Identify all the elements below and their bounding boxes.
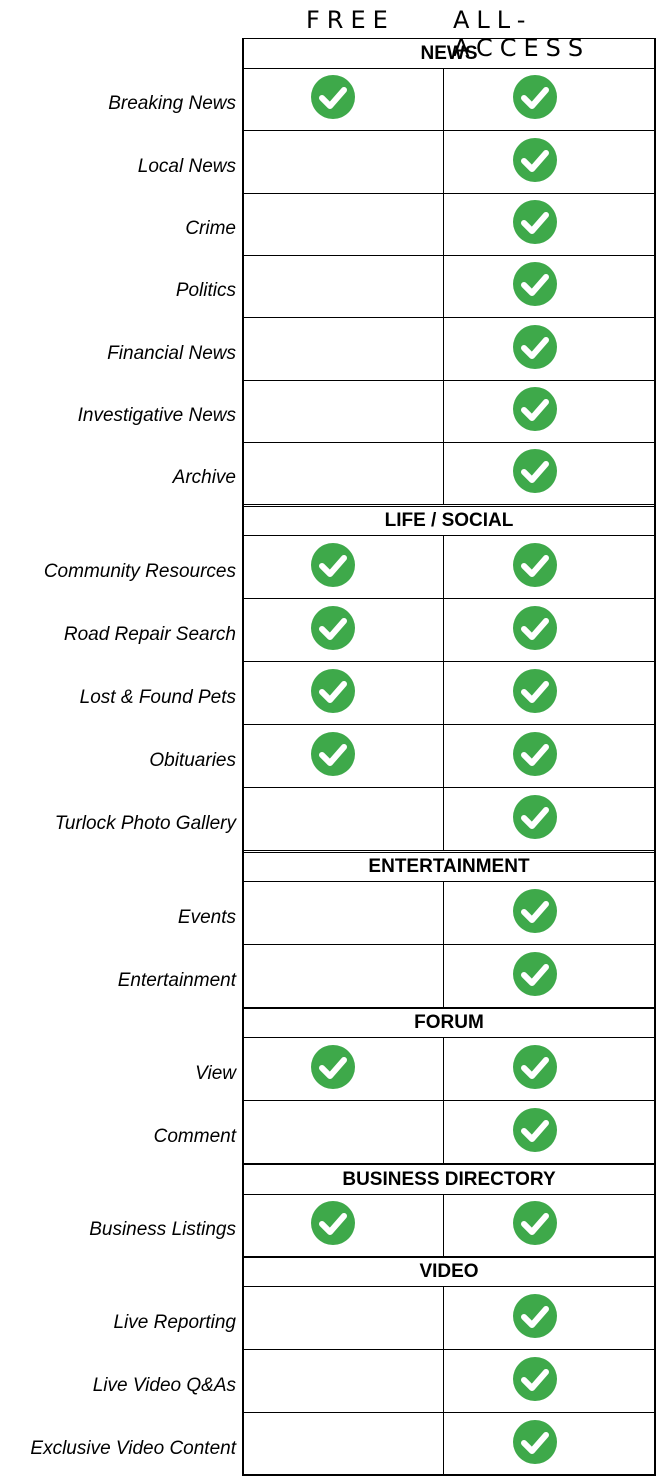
feature-label: Investigative News (77, 405, 236, 426)
feature-label: Exclusive Video Content (30, 1438, 236, 1459)
table-row (242, 1413, 656, 1476)
feature-label: Live Video Q&As (92, 1375, 236, 1396)
free-check-circle-icon (311, 75, 355, 119)
table-row (242, 194, 656, 256)
all-access-check-circle-icon (513, 1357, 557, 1401)
feature-label: Politics (175, 280, 236, 301)
table-row (242, 1287, 656, 1350)
table-row (242, 945, 656, 1008)
column-divider (443, 1413, 444, 1475)
section-header: NEWS (242, 38, 656, 69)
table-row (242, 69, 656, 131)
all-access-check-circle-icon (513, 795, 557, 839)
feature-label: Crime (185, 218, 236, 239)
column-header-free: FREE (306, 6, 395, 34)
all-access-check-circle-icon (513, 952, 557, 996)
section-header: VIDEO (242, 1257, 656, 1287)
feature-label: Archive (172, 467, 236, 488)
column-divider (443, 256, 444, 317)
table-row (242, 131, 656, 194)
all-access-check-circle-icon (513, 1045, 557, 1089)
feature-label: Obituaries (149, 750, 236, 771)
column-divider (443, 443, 444, 504)
column-divider (443, 69, 444, 130)
column-divider (443, 194, 444, 255)
table-row (242, 788, 656, 851)
table-row (242, 1195, 656, 1257)
column-divider (443, 318, 444, 380)
all-access-check-circle-icon (513, 732, 557, 776)
free-check-circle-icon (311, 732, 355, 776)
feature-label: Live Reporting (113, 1312, 236, 1333)
all-access-check-circle-icon (513, 200, 557, 244)
feature-label: Entertainment (117, 970, 236, 991)
all-access-check-circle-icon (513, 1420, 557, 1464)
free-check-circle-icon (311, 669, 355, 713)
table-row (242, 536, 656, 599)
all-access-check-circle-icon (513, 543, 557, 587)
all-access-check-circle-icon (513, 1108, 557, 1152)
column-divider (443, 1038, 444, 1100)
column-divider (443, 599, 444, 661)
feature-label: Lost & Found Pets (79, 687, 236, 708)
all-access-check-circle-icon (513, 1201, 557, 1245)
feature-label: View (195, 1063, 236, 1084)
all-access-check-circle-icon (513, 449, 557, 493)
feature-label: Business Listings (89, 1219, 236, 1240)
column-divider (443, 381, 444, 442)
section-header: ENTERTAINMENT (242, 852, 656, 882)
column-divider (443, 882, 444, 944)
section-header: LIFE / SOCIAL (242, 506, 656, 536)
free-check-circle-icon (311, 1201, 355, 1245)
free-check-circle-icon (311, 543, 355, 587)
feature-label: Comment (153, 1126, 236, 1147)
column-divider (443, 1287, 444, 1349)
section-header: BUSINESS DIRECTORY (242, 1164, 656, 1195)
all-access-check-circle-icon (513, 606, 557, 650)
table-row (242, 599, 656, 662)
column-divider (443, 536, 444, 598)
feature-label: Breaking News (108, 93, 236, 114)
all-access-check-circle-icon (513, 669, 557, 713)
table-row (242, 1350, 656, 1413)
all-access-check-circle-icon (513, 75, 557, 119)
all-access-check-circle-icon (513, 889, 557, 933)
all-access-check-circle-icon (513, 262, 557, 306)
table-row (242, 725, 656, 788)
column-divider (443, 788, 444, 850)
column-divider (443, 1350, 444, 1412)
column-divider (443, 131, 444, 193)
column-divider (443, 1195, 444, 1256)
all-access-check-circle-icon (513, 387, 557, 431)
table-row (242, 318, 656, 381)
table-row (242, 1101, 656, 1164)
table-row (242, 662, 656, 725)
feature-label: Community Resources (43, 561, 236, 582)
column-divider (443, 945, 444, 1007)
free-check-circle-icon (311, 606, 355, 650)
all-access-check-circle-icon (513, 138, 557, 182)
feature-label: Events (177, 907, 236, 928)
section-header: FORUM (242, 1008, 656, 1038)
table-row (242, 443, 656, 505)
feature-label: Road Repair Search (63, 624, 236, 645)
table-row (242, 1038, 656, 1101)
feature-label: Financial News (107, 343, 236, 364)
all-access-check-circle-icon (513, 325, 557, 369)
feature-label: Turlock Photo Gallery (54, 813, 236, 834)
table-row (242, 381, 656, 443)
column-divider (443, 1101, 444, 1163)
column-divider (443, 662, 444, 724)
all-access-check-circle-icon (513, 1294, 557, 1338)
column-divider (443, 725, 444, 787)
free-check-circle-icon (311, 1045, 355, 1089)
table-row (242, 882, 656, 945)
table-row (242, 256, 656, 318)
feature-label: Local News (137, 156, 236, 177)
